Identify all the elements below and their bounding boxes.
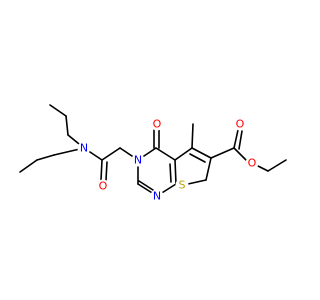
ketone-oxygen-label: O [153, 118, 162, 131]
atom-label-bg [77, 141, 91, 155]
amine-nitrogen-label: N [80, 142, 88, 155]
bond [174, 147, 193, 161]
ring-nitrogen-label: N [134, 154, 142, 167]
atom-label-bg [150, 189, 164, 203]
atom-label-bg [233, 117, 247, 131]
bond [233, 147, 247, 161]
bond [100, 159, 103, 181]
pyrimidine-nitrogen-label: N [153, 190, 161, 203]
bond [189, 153, 206, 163]
bond [138, 180, 154, 191]
structure-svg: N O N O N S O O [19, 104, 287, 203]
bond [205, 157, 212, 181]
bond [155, 147, 176, 161]
bond [257, 165, 269, 172]
molecule-diagram: N O N O N S O O [19, 104, 287, 203]
atom-label-bg [150, 117, 164, 131]
bond [105, 161, 108, 181]
bond [101, 147, 121, 161]
atom-label-bg [245, 156, 259, 170]
bond [233, 129, 239, 149]
bond [19, 159, 38, 173]
atom-label-bg [96, 179, 110, 193]
bond [210, 147, 235, 159]
bond [238, 130, 243, 150]
bond [191, 147, 212, 159]
bond [65, 115, 69, 136]
thiophene-sulfur-label: S [179, 179, 186, 192]
bond [169, 163, 172, 183]
bond [36, 154, 55, 161]
atom-label-bg [131, 153, 145, 167]
bond [191, 123, 194, 149]
ester-ether-oxygen-label: O [248, 157, 257, 170]
bond [174, 159, 177, 185]
bond [187, 179, 207, 185]
ester-carbonyl-oxygen-label: O [236, 118, 245, 131]
atom-label-bg [175, 178, 189, 192]
amide-oxygen-label: O [99, 180, 108, 193]
bond [267, 159, 287, 172]
bond [49, 104, 67, 117]
atom-labels: N O N O N S O O [77, 117, 259, 203]
